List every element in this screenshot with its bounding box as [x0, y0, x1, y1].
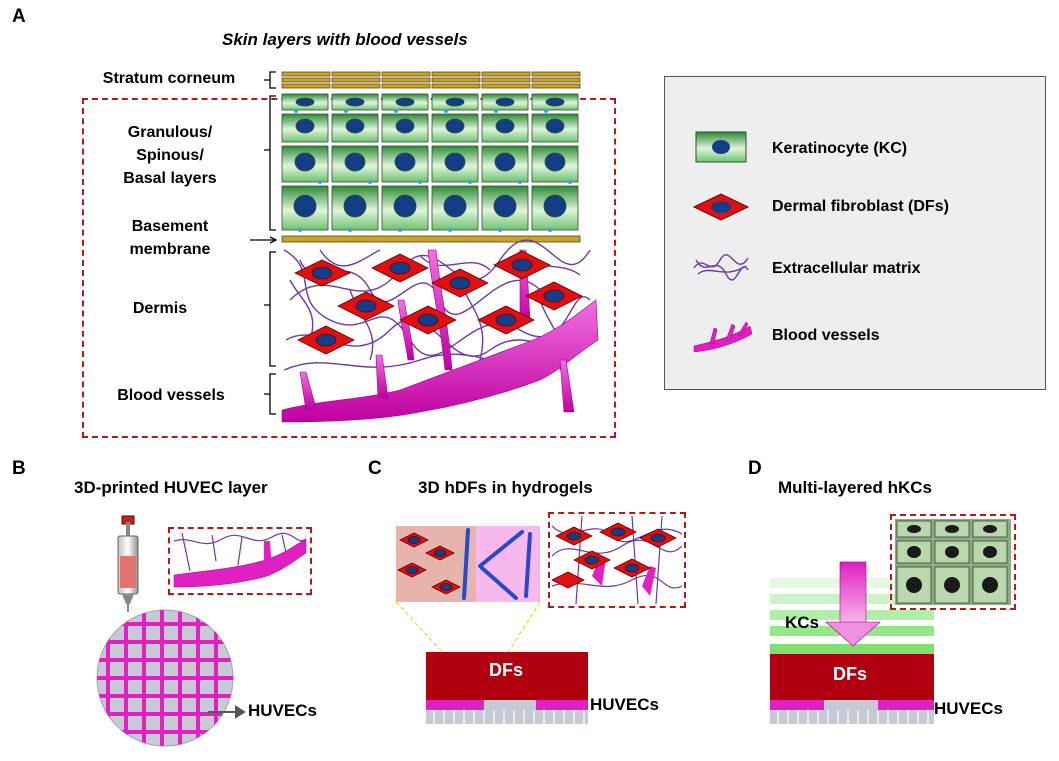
blood-vessel-network — [281, 249, 599, 423]
label-basement-1: Basement — [131, 218, 209, 235]
label-stratum-corneum: Stratum corneum — [102, 70, 236, 87]
dermal-fibroblasts — [294, 250, 583, 355]
fibroblast-icon — [692, 193, 750, 221]
panel-c-inset — [548, 512, 686, 608]
hydrogel-fibroblasts — [397, 532, 461, 595]
panel-b-letter: B — [12, 458, 26, 479]
keratinocyte-layers — [281, 93, 579, 232]
elongated-fibroblasts — [462, 528, 532, 600]
panel-c-dfs-label: DFs — [489, 660, 524, 680]
label-blood-vessels: Blood vessels — [117, 387, 225, 404]
label-basement-2: membrane — [129, 241, 211, 258]
syringe-icon — [117, 515, 139, 612]
panel-d-huvecs-label: HUVECs — [934, 699, 1003, 718]
huvec-printed-dish — [96, 609, 234, 747]
panel-c-diagram — [395, 526, 588, 724]
panel-d-dfs-label: DFs — [833, 664, 868, 684]
legend-label-ecm: Extracellular matrix — [772, 260, 921, 277]
panel-a-letter: A — [12, 6, 26, 27]
label-basal: Basal layers — [123, 170, 217, 187]
panel-d-title: Multi-layered hKCs — [778, 478, 932, 497]
stratum-corneum — [281, 71, 581, 89]
panel-b-inset — [168, 527, 312, 595]
panel-d-dfs-layer — [770, 654, 934, 700]
label-dermis: Dermis — [132, 300, 188, 317]
legend-label-keratinocyte: Keratinocyte (KC) — [772, 140, 908, 157]
label-granulous: Granulous/ — [127, 124, 213, 141]
panel-d-inset — [890, 514, 1016, 610]
panel-b-diagram — [96, 515, 246, 747]
panel-c-inset-tissue — [552, 516, 682, 604]
legend-icons — [692, 131, 753, 353]
panel-a-title: Skin layers with blood vessels — [222, 30, 468, 49]
legend-label-blood-vessels: Blood vessels — [772, 327, 880, 344]
layer-braces — [250, 71, 278, 415]
panel-c-title: 3D hDFs in hydrogels — [418, 478, 593, 497]
dfs-layer — [426, 652, 588, 700]
label-spinous: Spinous/ — [136, 147, 204, 164]
basement-membrane — [281, 235, 581, 243]
legend-label-fibroblast: Dermal fibroblast (DFs) — [772, 198, 949, 215]
culture-substrate — [426, 710, 588, 724]
panel-b-inset-vessels — [173, 532, 307, 588]
skin-diagram — [250, 71, 599, 423]
panel-d-kcs-label: KCs — [785, 613, 820, 632]
panel-d-inset-keratinocytes — [895, 519, 1011, 605]
panel-b-title: 3D-printed HUVEC layer — [74, 478, 268, 497]
panel-c-letter: C — [368, 458, 382, 479]
keratinocyte-icon — [695, 131, 747, 163]
ecm-icon — [693, 254, 749, 281]
panel-d-letter: D — [748, 458, 762, 479]
panel-b-huvecs-label: HUVECs — [248, 701, 317, 720]
blood-vessel-icon — [693, 321, 753, 353]
down-arrow-icon — [825, 561, 881, 647]
panel-c-huvecs-label: HUVECs — [590, 695, 659, 714]
arrow-icon — [208, 705, 246, 719]
panel-d-diagram — [770, 561, 934, 724]
